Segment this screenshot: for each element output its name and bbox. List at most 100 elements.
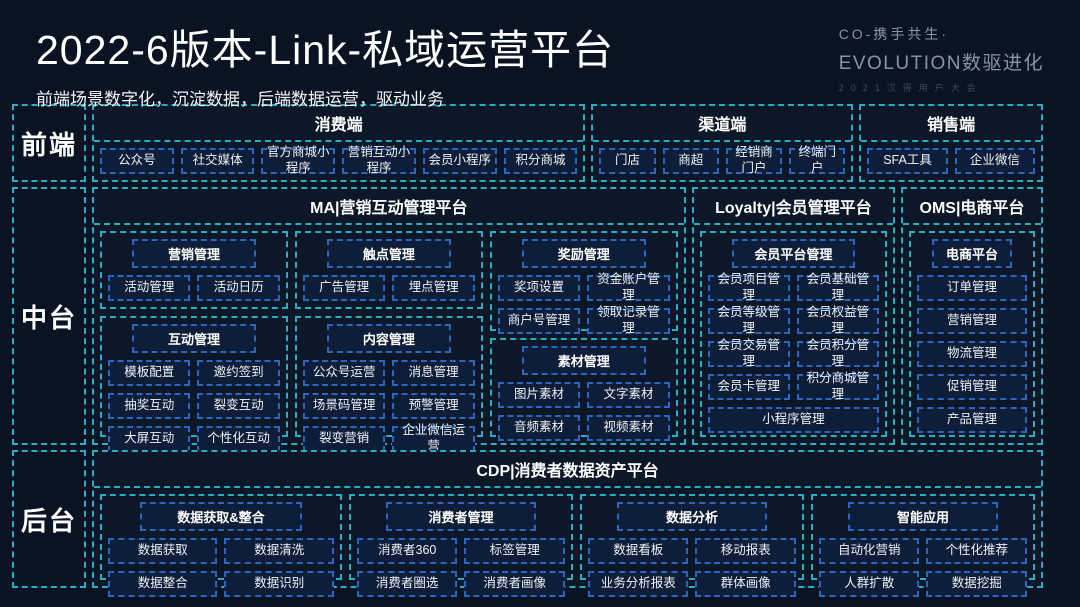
section-consumer-end: 消费端 公众号社交媒体官方商城小程序营销互动小程序会员小程序积分商城 bbox=[92, 104, 586, 182]
module-box: 数据清洗 bbox=[224, 538, 334, 564]
module-box: 人群扩散 bbox=[818, 571, 920, 597]
module-box: 群体画像 bbox=[695, 571, 796, 597]
data-acquisition-items: 数据获取数据清洗数据整合数据识别 bbox=[108, 538, 334, 597]
module-box: 移动报表 bbox=[695, 538, 796, 564]
module-box: 数据看板 bbox=[587, 538, 689, 564]
module-box: 企业微信 bbox=[954, 148, 1036, 174]
group-title-consumer-mgmt: 消费者管理 bbox=[386, 502, 536, 531]
group-content-mgmt: 内容管理 公众号运营消息管理场景码管理预警管理裂变营销企业微信运营 bbox=[294, 316, 483, 453]
slide-header: 2022-6版本-Link-私域运营平台 前端场景数字化，沉淀数据，后端数据运营… bbox=[0, 0, 1080, 109]
module-box: 企业微信运营 bbox=[392, 423, 475, 453]
ma-column-1: 营销管理 活动管理活动日历 互动管理 模板配置邀约签到抽奖互动裂变互动大屏互动个… bbox=[100, 231, 288, 452]
material-mgmt-items: 图片素材文字素材音频素材视频素材 bbox=[497, 381, 670, 441]
module-box: 场景码管理 bbox=[302, 393, 386, 419]
section-title-cdp: CDP|消费者数据资产平台 bbox=[94, 452, 1041, 488]
module-box: 业务分析报表 bbox=[587, 571, 689, 597]
group-title-reward-mgmt: 奖励管理 bbox=[521, 239, 646, 268]
consumer-end-items: 公众号社交媒体官方商城小程序营销互动小程序会员小程序积分商城 bbox=[94, 142, 583, 180]
module-box: 经销商门户 bbox=[725, 145, 783, 175]
module-box: 模板配置 bbox=[108, 360, 191, 386]
module-box: 会员小程序 bbox=[422, 148, 497, 174]
module-box: 自动化营销 bbox=[818, 538, 920, 564]
module-box: 邀约签到 bbox=[197, 360, 280, 386]
data-analysis-items: 数据看板移动报表业务分析报表群体画像 bbox=[587, 538, 796, 597]
module-box: 奖项设置 bbox=[497, 275, 581, 301]
module-box: 裂变互动 bbox=[197, 393, 280, 419]
module-box: 标签管理 bbox=[464, 538, 565, 564]
group-title-content-mgmt: 内容管理 bbox=[326, 324, 451, 353]
group-ecommerce-platform: 电商平台 订单管理营销管理物流管理促销管理产品管理 bbox=[908, 231, 1035, 437]
section-cdp-platform: CDP|消费者数据资产平台 数据获取&整合 数据获取数据清洗数据整合数据识别 消… bbox=[92, 450, 1043, 597]
module-box: 会员项目管理 bbox=[707, 272, 790, 302]
group-title-data-acquisition: 数据获取&整合 bbox=[139, 502, 303, 531]
band-label-frontend: 前端 bbox=[12, 104, 86, 182]
logo-line-2: EVOLUTION数驱进化 bbox=[838, 53, 1044, 74]
module-box: 小程序管理 bbox=[707, 407, 879, 433]
logo-line-3: 2021汉得用户大会 bbox=[838, 83, 983, 93]
group-member-platform-mgmt: 会员平台管理 会员项目管理会员基础管理会员等级管理会员权益管理会员交易管理会员积… bbox=[699, 231, 887, 437]
group-material-mgmt: 素材管理 图片素材文字素材音频素材视频素材 bbox=[489, 337, 678, 441]
module-box: SFA工具 bbox=[867, 148, 948, 174]
module-box: 大屏互动 bbox=[108, 426, 191, 452]
sales-end-items: SFA工具企业微信 bbox=[861, 142, 1041, 180]
module-box: 官方商城小程序 bbox=[261, 145, 336, 175]
module-box: 门店 bbox=[599, 148, 656, 174]
module-box: 数据整合 bbox=[108, 571, 218, 597]
module-box: 消费者圈选 bbox=[356, 571, 458, 597]
group-data-acquisition: 数据获取&整合 数据获取数据清洗数据整合数据识别 bbox=[100, 494, 342, 597]
module-box: 数据获取 bbox=[108, 538, 218, 564]
module-box: 会员交易管理 bbox=[707, 338, 790, 368]
slide-title: 2022-6版本-Link-私域运营平台 bbox=[36, 27, 615, 73]
band-middle: 中台 MA|营销互动管理平台 营销管理 活动管理活动日历 互动管理 模板配 bbox=[12, 187, 1043, 453]
module-box: 会员权益管理 bbox=[796, 305, 879, 335]
band-label-middle: 中台 bbox=[12, 187, 86, 445]
group-data-analysis: 数据分析 数据看板移动报表业务分析报表群体画像 bbox=[579, 494, 804, 597]
architecture-diagram: 前端 消费端 公众号社交媒体官方商城小程序营销互动小程序会员小程序积分商城 渠道… bbox=[12, 104, 1043, 597]
module-box: 商户号管理 bbox=[497, 308, 581, 334]
group-title-data-analysis: 数据分析 bbox=[617, 502, 767, 531]
ma-column-3: 奖励管理 奖项设置资金账户管理商户号管理领取记录管理 素材管理 图片素材文字素材… bbox=[489, 231, 678, 441]
group-title-touchpoint-mgmt: 触点管理 bbox=[326, 239, 451, 268]
module-box: 社交媒体 bbox=[180, 148, 255, 174]
module-box: 音频素材 bbox=[497, 414, 581, 441]
group-reward-mgmt: 奖励管理 奖项设置资金账户管理商户号管理领取记录管理 bbox=[489, 231, 678, 335]
ma-columns: 营销管理 活动管理活动日历 互动管理 模板配置邀约签到抽奖互动裂变互动大屏互动个… bbox=[100, 231, 678, 453]
logo-line-1: CO-携手共生· bbox=[838, 26, 950, 42]
module-box: 营销管理 bbox=[916, 308, 1027, 334]
module-box: 数据挖掘 bbox=[926, 571, 1027, 597]
module-box: 个性化互动 bbox=[197, 426, 280, 452]
module-box: 文字素材 bbox=[587, 381, 670, 408]
module-box: 埋点管理 bbox=[392, 275, 475, 301]
section-channel-end: 渠道端 门店商超经销商门户终端门户 bbox=[591, 104, 854, 182]
conference-logo: CO-携手共生· EVOLUTION数驱进化 2021汉得用户大会 bbox=[839, 24, 1044, 94]
module-box: 活动日历 bbox=[197, 275, 280, 301]
group-title-marketing-mgmt: 营销管理 bbox=[132, 239, 256, 268]
module-box: 资金账户管理 bbox=[587, 272, 670, 302]
section-sales-end: 销售端 SFA工具企业微信 bbox=[859, 104, 1043, 182]
section-ma-platform: MA|营销互动管理平台 营销管理 活动管理活动日历 互动管理 模板配置邀约签到抽… bbox=[92, 187, 686, 453]
group-marketing-mgmt: 营销管理 活动管理活动日历 bbox=[100, 231, 288, 309]
reward-mgmt-items: 奖项设置资金账户管理商户号管理领取记录管理 bbox=[497, 272, 670, 335]
module-box: 消费者360 bbox=[356, 538, 458, 564]
module-box: 消费者画像 bbox=[464, 571, 565, 597]
member-platform-items: 会员项目管理会员基础管理会员等级管理会员权益管理会员交易管理会员积分管理会员卡管… bbox=[707, 272, 879, 433]
group-title-ecommerce: 电商平台 bbox=[932, 239, 1012, 268]
section-title-ma: MA|营销互动管理平台 bbox=[94, 189, 684, 225]
module-box: 商超 bbox=[662, 148, 719, 174]
module-box: 促销管理 bbox=[916, 374, 1027, 400]
section-oms-platform: OMS|电商平台 电商平台 订单管理营销管理物流管理促销管理产品管理 bbox=[900, 187, 1043, 445]
group-intelligent-app: 智能应用 自动化营销个性化推荐人群扩散数据挖掘 bbox=[810, 494, 1035, 597]
module-box: 领取记录管理 bbox=[587, 305, 670, 335]
slide-subtitle: 前端场景数字化，沉淀数据，后端数据运营，驱动业务 bbox=[36, 90, 444, 109]
module-box: 消息管理 bbox=[392, 360, 475, 386]
group-title-member-platform: 会员平台管理 bbox=[731, 239, 855, 268]
band-backend: 后台 CDP|消费者数据资产平台 数据获取&整合 数据获取数据清洗数据整合数据识… bbox=[12, 450, 1043, 597]
section-loyalty-platform: Loyalty|会员管理平台 会员平台管理 会员项目管理会员基础管理会员等级管理… bbox=[691, 187, 895, 445]
band-backend-content: CDP|消费者数据资产平台 数据获取&整合 数据获取数据清洗数据整合数据识别 消… bbox=[92, 450, 1043, 597]
module-box: 会员基础管理 bbox=[796, 272, 879, 302]
module-box: 会员等级管理 bbox=[707, 305, 790, 335]
section-title-oms: OMS|电商平台 bbox=[902, 189, 1041, 225]
module-box: 终端门户 bbox=[789, 145, 846, 175]
marketing-mgmt-items: 活动管理活动日历 bbox=[108, 275, 280, 301]
